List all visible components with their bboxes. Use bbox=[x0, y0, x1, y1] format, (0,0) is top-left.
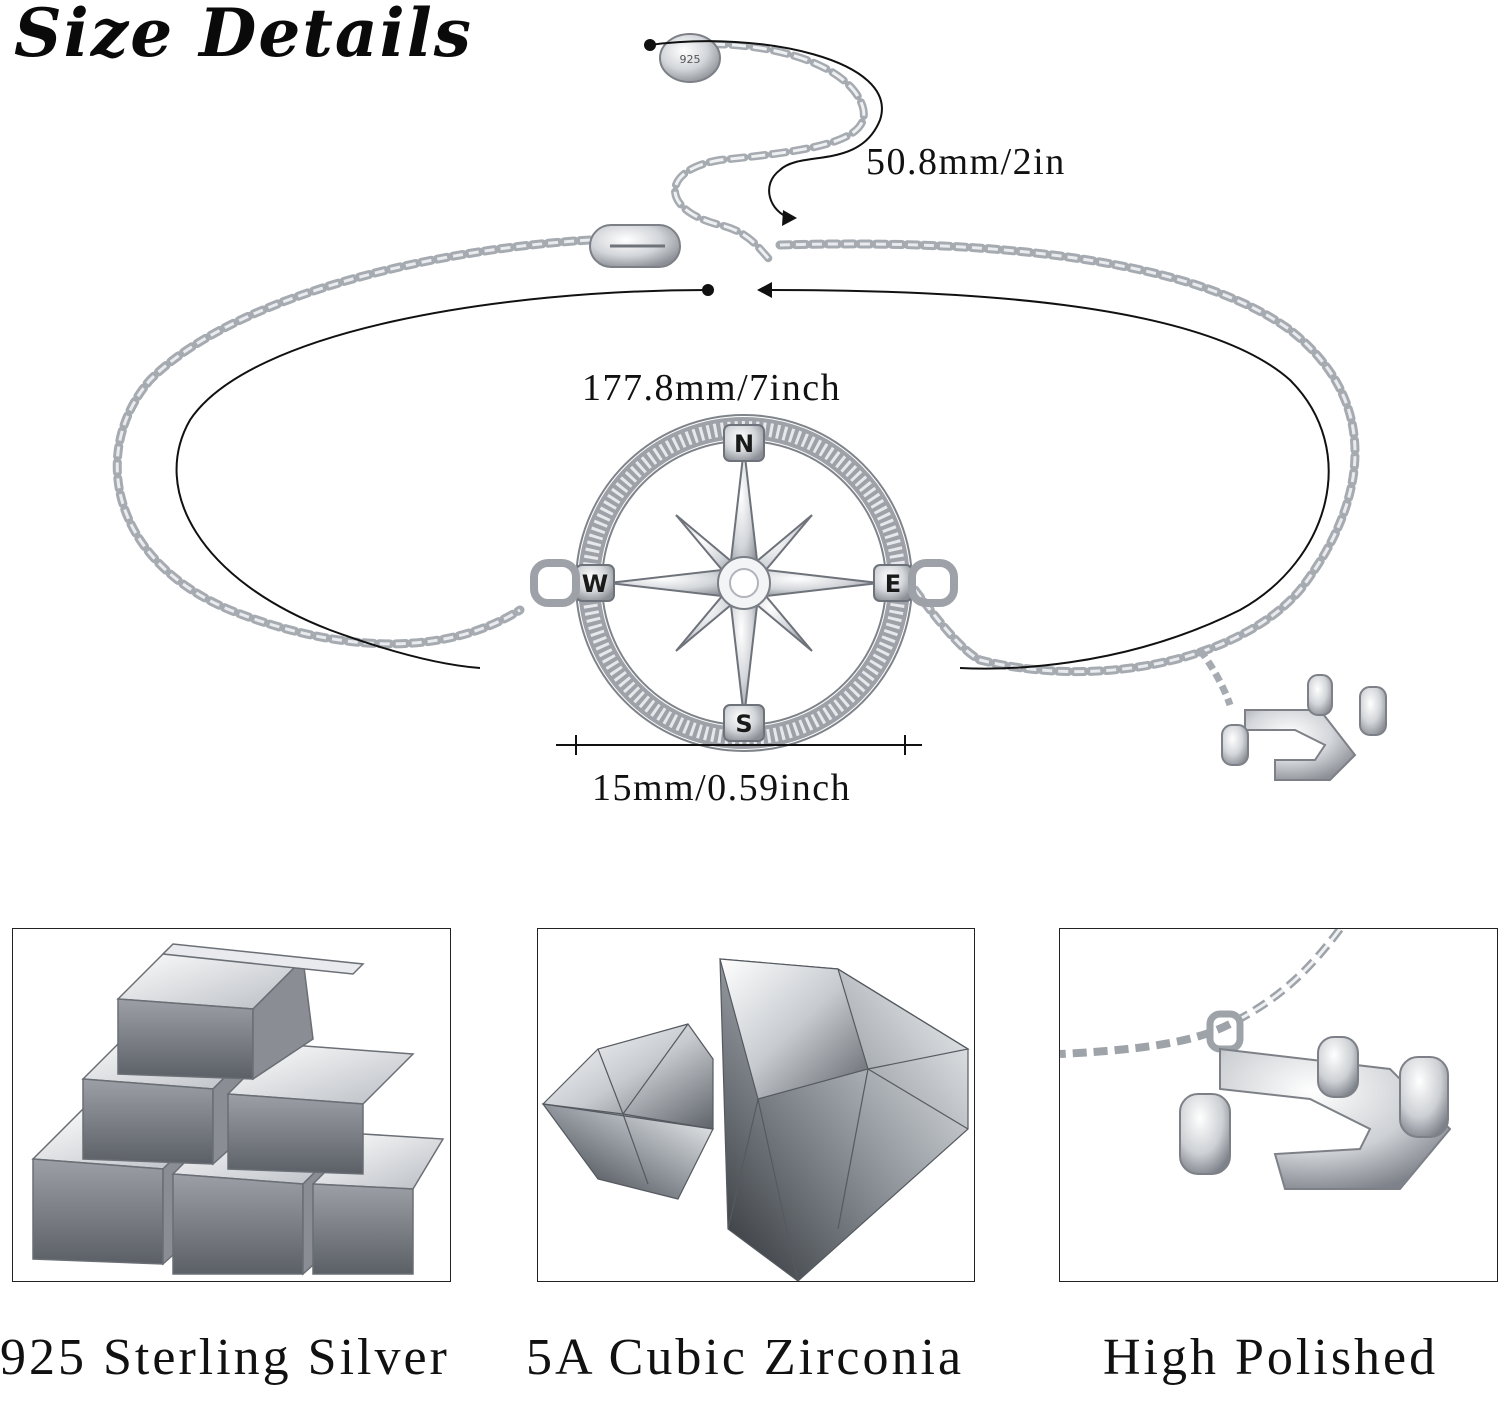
length-arrow bbox=[757, 282, 772, 298]
feature-label-silver: 925 Sterling Silver bbox=[0, 1329, 450, 1386]
extender-arrow bbox=[782, 210, 797, 226]
925-tag: 925 bbox=[659, 33, 721, 83]
bracelet-diagram: 925 N bbox=[112, 33, 1387, 781]
anchor-charm bbox=[1221, 674, 1387, 781]
chain-extension-dimension: 50.8mm/2in bbox=[866, 141, 1066, 183]
feature-label-polished: High Polished bbox=[1103, 1329, 1439, 1386]
compass-width-measure bbox=[556, 735, 922, 755]
extender-measure-line bbox=[649, 40, 883, 219]
length-start-dot bbox=[702, 284, 714, 296]
letter-s: S bbox=[735, 710, 752, 738]
feature-label-zirconia: 5A Cubic Zirconia bbox=[526, 1329, 965, 1386]
letter-e: E bbox=[885, 570, 901, 598]
extender-start-dot bbox=[644, 39, 656, 51]
letter-n: N bbox=[734, 430, 754, 458]
tag-stamp-text: 925 bbox=[680, 53, 701, 66]
diamond-image bbox=[537, 928, 975, 1282]
bracelet-length-dimension: 177.8mm/7inch bbox=[582, 367, 842, 409]
silver-bars-image bbox=[12, 928, 451, 1282]
compass-pendant: N S W E bbox=[530, 414, 958, 752]
compass-width-dimension: 15mm/0.59inch bbox=[592, 767, 852, 809]
lobster-clasp bbox=[589, 224, 681, 268]
anchor-closeup-image bbox=[1059, 928, 1498, 1282]
letter-w: W bbox=[582, 570, 608, 598]
page-title: Size Details bbox=[14, 0, 473, 72]
length-measure-line bbox=[175, 289, 1330, 670]
